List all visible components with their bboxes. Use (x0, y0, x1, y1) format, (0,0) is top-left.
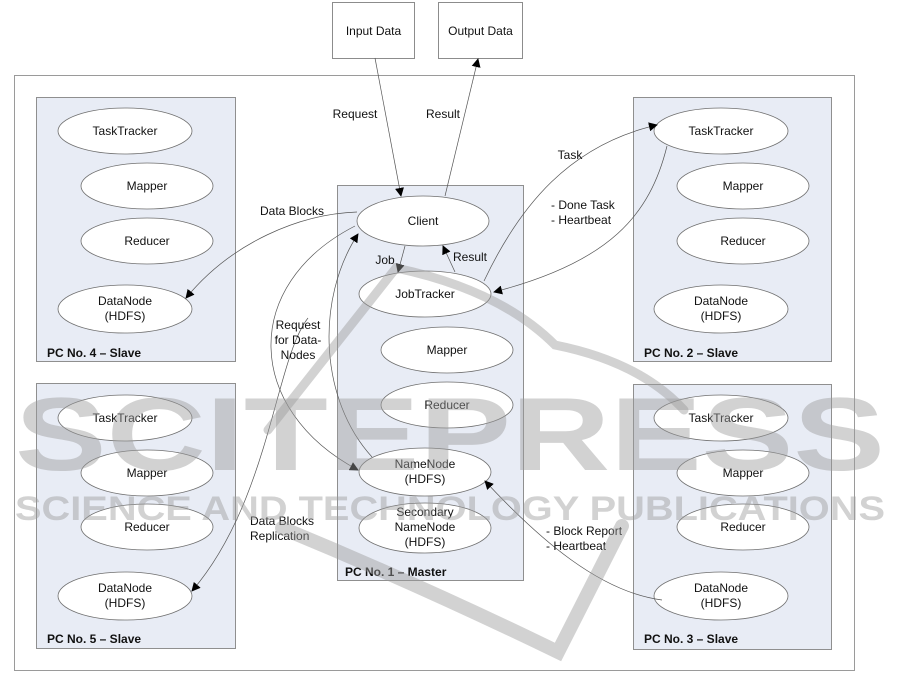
reducer-label: Reducer (720, 520, 765, 534)
datanode-sublabel: (HDFS) (105, 309, 146, 323)
tasktracker-label: TaskTracker (93, 411, 158, 425)
reducer-label: Reducer (720, 234, 765, 248)
namenode-sublabel: (HDFS) (405, 472, 446, 486)
datanode-sublabel: (HDFS) (105, 596, 146, 610)
datanode-node (57, 571, 193, 621)
edge-client-to-jobtracker (395, 245, 406, 273)
reducer-node (380, 381, 514, 429)
mapper-node (676, 449, 810, 497)
datanode-label: DataNode (98, 581, 152, 595)
mapper-label: Mapper (723, 466, 764, 480)
mapper-label: Mapper (723, 179, 764, 193)
label-heartbeat: - Heartbeat (551, 213, 612, 227)
edge-client-to-pc4-datanode (185, 211, 358, 299)
watermark: SCITEPRESS SCIENCE AND TECHNOLOGY PUBLIC… (15, 263, 885, 662)
watermark-arc (263, 263, 689, 435)
edge-done-task (493, 145, 668, 295)
reducer-node (676, 503, 810, 551)
edge-block-report (484, 480, 663, 601)
client-node (356, 195, 490, 247)
datanode-sublabel: (HDFS) (701, 309, 742, 323)
watermark-swoosh (275, 519, 629, 662)
tasktracker-node (57, 107, 193, 155)
label-result-inner: Result (453, 250, 488, 264)
jobtracker-node (358, 270, 492, 318)
edge-labels: Request Result Data Blocks Job Result Re… (250, 107, 623, 553)
datanode-label: DataNode (694, 581, 748, 595)
reducer-node (80, 503, 214, 551)
reducer-node (80, 217, 214, 265)
tasktracker-label: TaskTracker (93, 124, 158, 138)
output-data-box: Output Data (438, 2, 523, 59)
namenode-node (358, 447, 492, 497)
mapper-node (676, 162, 810, 210)
tasktracker-label: TaskTracker (689, 411, 754, 425)
watermark-main-text: SCITEPRESS (15, 377, 885, 493)
mapper-node (80, 449, 214, 497)
label-request: Request (333, 107, 378, 121)
panel-title: PC No. 4 – Slave (47, 346, 141, 360)
watermark-sub-text: SCIENCE AND TECHNOLOGY PUBLICATIONS (15, 490, 885, 528)
client-label: Client (408, 214, 439, 228)
datanode-label: DataNode (694, 294, 748, 308)
label-request-datanodes-3: Nodes (281, 348, 316, 362)
edge-replication (191, 317, 309, 592)
label-done-task: - Done Task (551, 198, 616, 212)
tasktracker-node (653, 394, 789, 442)
label-data-blocks-replication: Data Blocks (250, 514, 314, 528)
input-data-box: Input Data (332, 2, 415, 59)
label-block-heartbeat: - Heartbeat (546, 539, 607, 553)
datanode-node (57, 284, 193, 334)
datanode-node (653, 571, 789, 621)
reducer-label: Reducer (124, 234, 169, 248)
label-block-report: - Block Report (546, 524, 623, 538)
edge-client-to-output (444, 58, 481, 197)
label-task: Task (558, 148, 584, 162)
panel-pc1-master: Client JobTracker Mapper Reducer NameNod… (337, 185, 524, 581)
reducer-label: Reducer (424, 398, 469, 412)
edges (185, 57, 668, 601)
output-data-label: Output Data (448, 24, 513, 38)
panel-title: PC No. 2 – Slave (644, 346, 738, 360)
label-data-blocks: Data Blocks (260, 204, 324, 218)
input-data-label: Input Data (346, 24, 402, 38)
reducer-label: Reducer (124, 520, 169, 534)
label-request-datanodes: Request (276, 318, 321, 332)
mapper-label: Mapper (127, 179, 168, 193)
namenode-label: NameNode (395, 457, 456, 471)
datanode-sublabel: (HDFS) (701, 596, 742, 610)
label-request-datanodes-2: for Data- (275, 333, 322, 347)
jobtracker-label: JobTracker (395, 287, 455, 301)
label-result-top: Result (426, 107, 461, 121)
mapper-label: Mapper (127, 466, 168, 480)
mapper-node (80, 162, 214, 210)
tasktracker-node (57, 394, 193, 442)
panel-title: PC No. 5 – Slave (47, 632, 141, 646)
panel-pc4-slave: TaskTracker Mapper Reducer DataNode (HDF… (36, 97, 236, 362)
secondary-namenode-node (358, 502, 492, 554)
secondary-namenode-sublabel: (HDFS) (405, 535, 446, 549)
edge-input-to-client (374, 57, 404, 197)
secondary-namenode-label-2: NameNode (395, 520, 456, 534)
edge-request-datanodes (270, 225, 359, 471)
panel-pc2-slave: TaskTracker Mapper Reducer DataNode (HDF… (633, 97, 832, 362)
mapper-label: Mapper (427, 343, 468, 357)
reducer-node (676, 217, 810, 265)
edge-jobtracker-to-client (442, 245, 456, 273)
panel-title: PC No. 3 – Slave (644, 632, 738, 646)
edge-task (483, 122, 658, 282)
label-job: Job (375, 253, 395, 267)
panel-pc5-slave: TaskTracker Mapper Reducer DataNode (HDF… (36, 383, 236, 649)
label-replication: Replication (250, 529, 309, 543)
datanode-node (653, 284, 789, 334)
mapper-node (380, 326, 514, 374)
edge-namenode-to-client (328, 233, 373, 458)
tasktracker-label: TaskTracker (689, 124, 754, 138)
panel-pc3-slave: TaskTracker Mapper Reducer DataNode (HDF… (633, 384, 832, 650)
secondary-namenode-label: Secondary (396, 505, 453, 519)
datanode-label: DataNode (98, 294, 152, 308)
panel-title: PC No. 1 – Master (345, 565, 447, 579)
